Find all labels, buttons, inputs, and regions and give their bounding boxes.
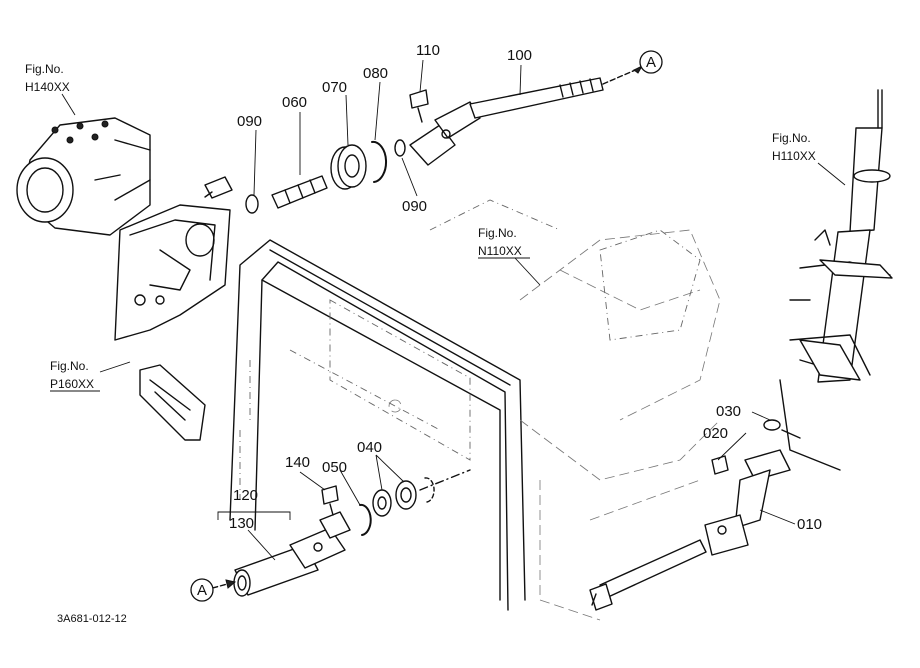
part-label-010: 010 <box>797 516 822 533</box>
fig-ref-h140-line1: Fig.No. <box>25 62 64 76</box>
part-label-090-right: 090 <box>402 198 427 215</box>
fig-ref-n110-line2: N110XX <box>478 244 522 258</box>
part-number-labels: 110 100 080 070 060 090 090 030 020 010 … <box>229 42 822 533</box>
fig-ref-n110: Fig.No. N110XX <box>478 226 530 259</box>
lower-joint-assembly <box>204 469 471 597</box>
power-steering-unit <box>16 117 151 236</box>
part-label-080: 080 <box>363 65 388 82</box>
part-label-070: 070 <box>322 79 347 96</box>
part-label-050: 050 <box>322 459 347 476</box>
steering-bracket <box>114 204 231 441</box>
part-label-020: 020 <box>703 425 728 442</box>
lower-shaft-assembly <box>589 449 791 611</box>
drawing-code: 3A681-012-12 <box>57 613 127 625</box>
part-label-090-left: 090 <box>237 113 262 130</box>
frame-phantom-lines <box>229 199 721 621</box>
connector-a-top: A <box>639 50 663 74</box>
leader-lines <box>61 59 846 561</box>
part-label-110: 110 <box>416 42 440 59</box>
part-label-100: 100 <box>507 47 532 64</box>
fig-ref-p160-line2: P160XX <box>50 377 94 391</box>
part-label-060: 060 <box>282 94 307 111</box>
part-label-140: 140 <box>285 454 310 471</box>
fig-ref-n110-line1: Fig.No. <box>478 226 517 240</box>
fig-ref-h110: Fig.No. H110XX <box>772 131 816 163</box>
fig-ref-h140: Fig.No. H140XX <box>25 62 70 94</box>
fig-ref-h110-line1: Fig.No. <box>772 131 811 145</box>
steering-column <box>711 89 893 475</box>
connector-a-bottom-label: A <box>197 582 207 599</box>
part-label-040: 040 <box>357 439 382 456</box>
fig-ref-p160-line1: Fig.No. <box>50 359 89 373</box>
part-label-130: 130 <box>229 515 254 532</box>
fig-ref-h110-line2: H110XX <box>772 149 816 163</box>
fig-ref-p160: Fig.No. P160XX <box>50 359 100 392</box>
upper-shaft-assembly <box>204 64 644 214</box>
connector-a-bottom: A <box>190 578 214 602</box>
fig-ref-h140-line2: H140XX <box>25 80 70 94</box>
part-label-120: 120 <box>233 487 258 504</box>
part-label-030: 030 <box>716 403 741 420</box>
connector-a-top-label: A <box>646 54 656 71</box>
